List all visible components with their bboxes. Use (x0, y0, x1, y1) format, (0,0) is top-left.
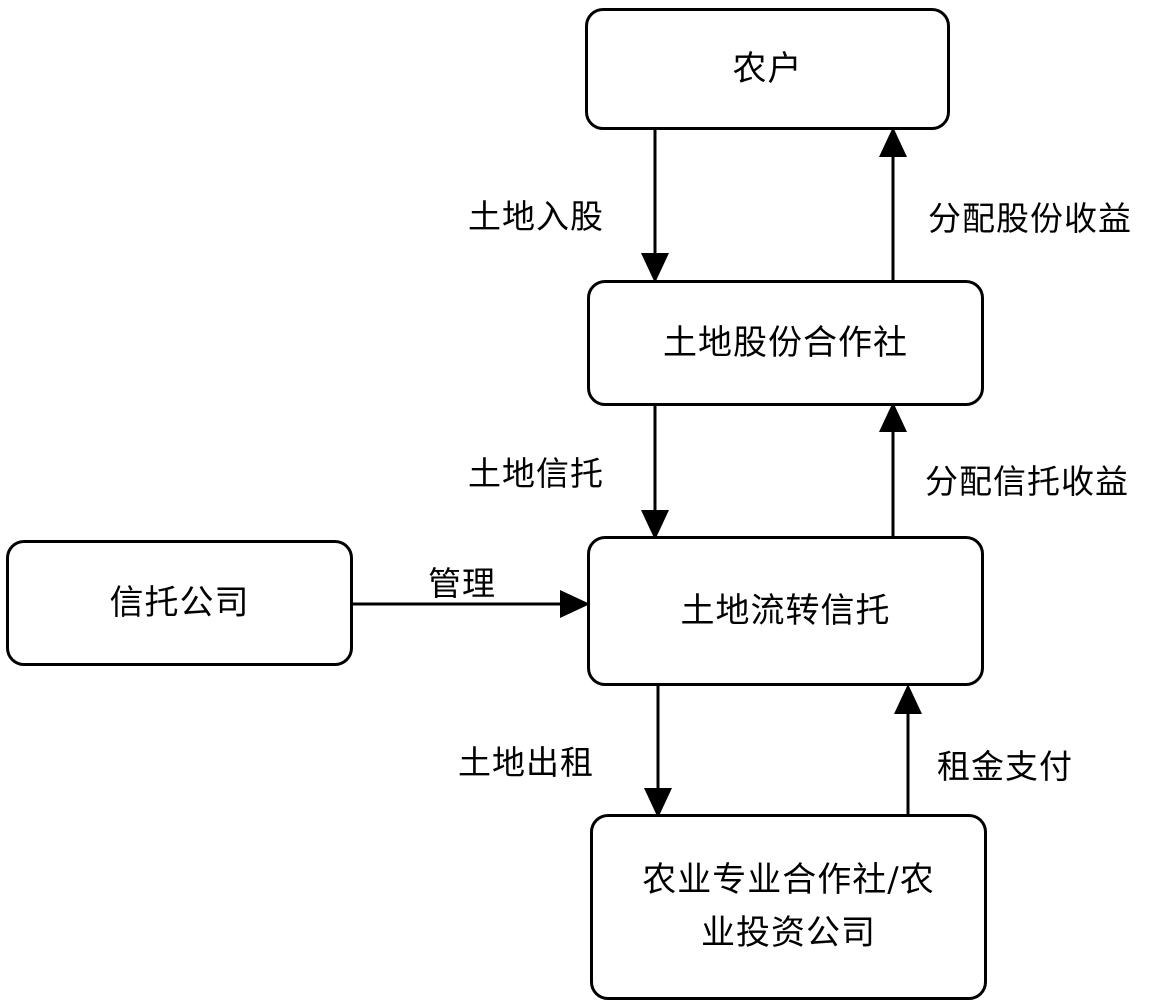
node-agri-coop-label-line2: 业投资公司 (701, 913, 876, 953)
edge-label-land-lease: 土地出租 (458, 743, 594, 782)
node-land-shareholding-coop: 土地股份合作社 (587, 280, 984, 406)
edge-label-manage: 管理 (428, 564, 496, 603)
node-trust-company-label: 信托公司 (109, 582, 250, 623)
node-agri-coop-label-line1: 农业专业合作社/农 (642, 860, 935, 901)
node-land-shareholding-coop-label: 土地股份合作社 (663, 322, 908, 363)
arrowhead-land-trust (641, 510, 669, 540)
node-farmer-label: 农户 (732, 48, 803, 89)
node-land-transfer-trust: 土地流转信托 (587, 536, 984, 686)
arrowhead-land-lease (644, 788, 672, 818)
node-farmer: 农户 (585, 8, 950, 130)
node-land-transfer-trust-label: 土地流转信托 (680, 590, 891, 631)
arrowhead-trust-income (879, 402, 907, 432)
edge-label-distribute-share-income: 分配股份收益 (928, 199, 1132, 238)
arrowhead-manage (560, 590, 590, 618)
edge-label-distribute-trust-income: 分配信托收益 (925, 462, 1129, 501)
node-agri-coop-investment-company: 农业专业合作社/农 业投资公司 (590, 814, 987, 1000)
arrowhead-land-shares (641, 253, 669, 283)
edge-label-rent-payment: 租金支付 (937, 747, 1073, 786)
node-trust-company: 信托公司 (6, 540, 353, 666)
edge-label-land-shares: 土地入股 (468, 197, 604, 236)
edge-label-land-trust: 土地信托 (468, 454, 604, 493)
arrowhead-rent-payment (894, 684, 922, 714)
arrowhead-share-income (879, 127, 907, 157)
